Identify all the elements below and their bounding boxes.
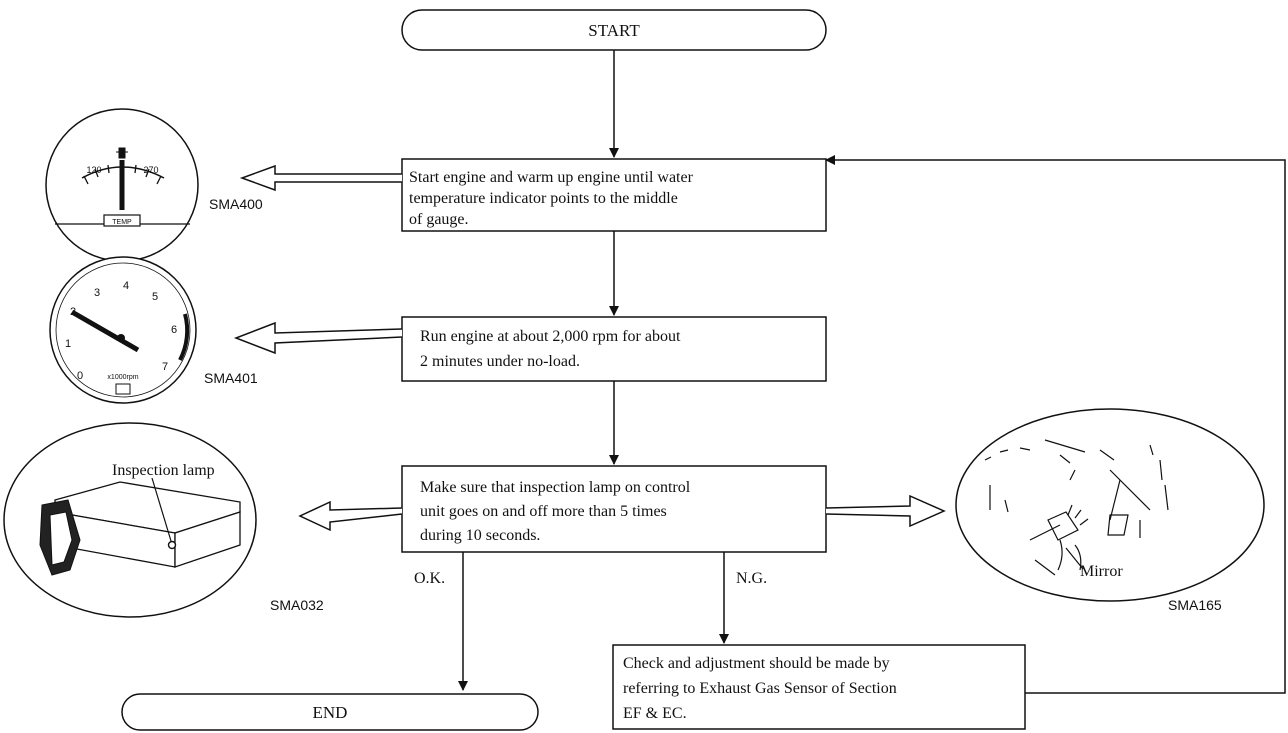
tach-unit-label: x1000rpm <box>107 374 138 381</box>
step2-box: Run engine at about 2,000 rpm for about … <box>401 316 827 382</box>
inspection-lamp-dot <box>167 540 177 550</box>
step4-line2: referring to Exhaust Gas Sensor of Secti… <box>623 680 897 697</box>
tach-tick-0: 0 <box>77 370 83 382</box>
start-label: START <box>588 21 640 40</box>
step2-line1: Run engine at about 2,000 rpm for about <box>420 328 681 345</box>
step1-line2: temperature indicator points to the midd… <box>409 190 678 207</box>
step1-line3: of gauge. <box>409 211 469 228</box>
temp-scale-high: 270 <box>143 165 158 175</box>
tach-tick-5: 5 <box>152 291 158 303</box>
engine-bay-sketch <box>984 439 1169 576</box>
branch-ok-label: O.K. <box>414 570 445 587</box>
step1-box: Start engine and warm up engine until wa… <box>401 158 827 232</box>
step2-line2: 2 minutes under no-load. <box>420 353 580 370</box>
end-label: END <box>313 703 348 722</box>
tachometer-figure: 0 1 2 3 4 5 6 7 x1000rpm SMA401 <box>49 256 258 404</box>
mirror-view-figure: Mirror SMA165 <box>955 408 1265 613</box>
temp-gauge-code: SMA400 <box>209 196 263 212</box>
step3-line3: during 10 seconds. <box>420 527 540 544</box>
temp-gauge-label: TEMP <box>112 219 132 226</box>
step3-line1: Make sure that inspection lamp on contro… <box>420 479 691 496</box>
tach-tick-3: 3 <box>94 287 100 299</box>
step4-line3: EF & EC. <box>623 705 687 722</box>
hollow-arrow-to-tachometer <box>233 321 403 355</box>
step3-line2: unit goes on and off more than 5 times <box>420 503 667 520</box>
mirror-callout: Mirror <box>1080 563 1123 580</box>
control-unit-figure: Inspection lamp SMA032 <box>3 422 324 618</box>
hollow-arrow-to-mirror-view <box>825 494 946 528</box>
tach-tick-7: 7 <box>162 361 168 373</box>
temp-gauge-figure: 120 270 TEMP SMA400 <box>45 108 263 262</box>
step1-line1: Start engine and warm up engine until wa… <box>409 169 694 186</box>
tach-tick-1: 1 <box>65 338 71 350</box>
tach-tick-4: 4 <box>123 280 129 292</box>
hollow-arrow-to-temp-gauge <box>239 164 402 192</box>
end-terminal: END <box>121 693 539 731</box>
mirror-view-code: SMA165 <box>1168 597 1222 613</box>
step4-line1: Check and adjustment should be made by <box>623 655 890 672</box>
branch-ng-label: N.G. <box>736 570 767 587</box>
step4-box: Check and adjustment should be made by r… <box>612 644 1026 730</box>
tachometer-code: SMA401 <box>204 370 258 386</box>
temp-scale-low: 120 <box>86 165 101 175</box>
control-unit-code: SMA032 <box>270 597 324 613</box>
connector-loop-back <box>825 155 1286 694</box>
thermometer-icon <box>116 147 128 159</box>
tach-redline <box>178 313 190 361</box>
tach-tick-6: 6 <box>171 324 177 336</box>
step3-box: Make sure that inspection lamp on contro… <box>401 465 827 553</box>
start-terminal: START <box>401 9 827 51</box>
inspection-lamp-callout: Inspection lamp <box>112 462 215 479</box>
tach-needle <box>70 309 140 353</box>
flow-connectors <box>458 50 1286 694</box>
hollow-arrow-to-control-unit <box>298 500 403 532</box>
